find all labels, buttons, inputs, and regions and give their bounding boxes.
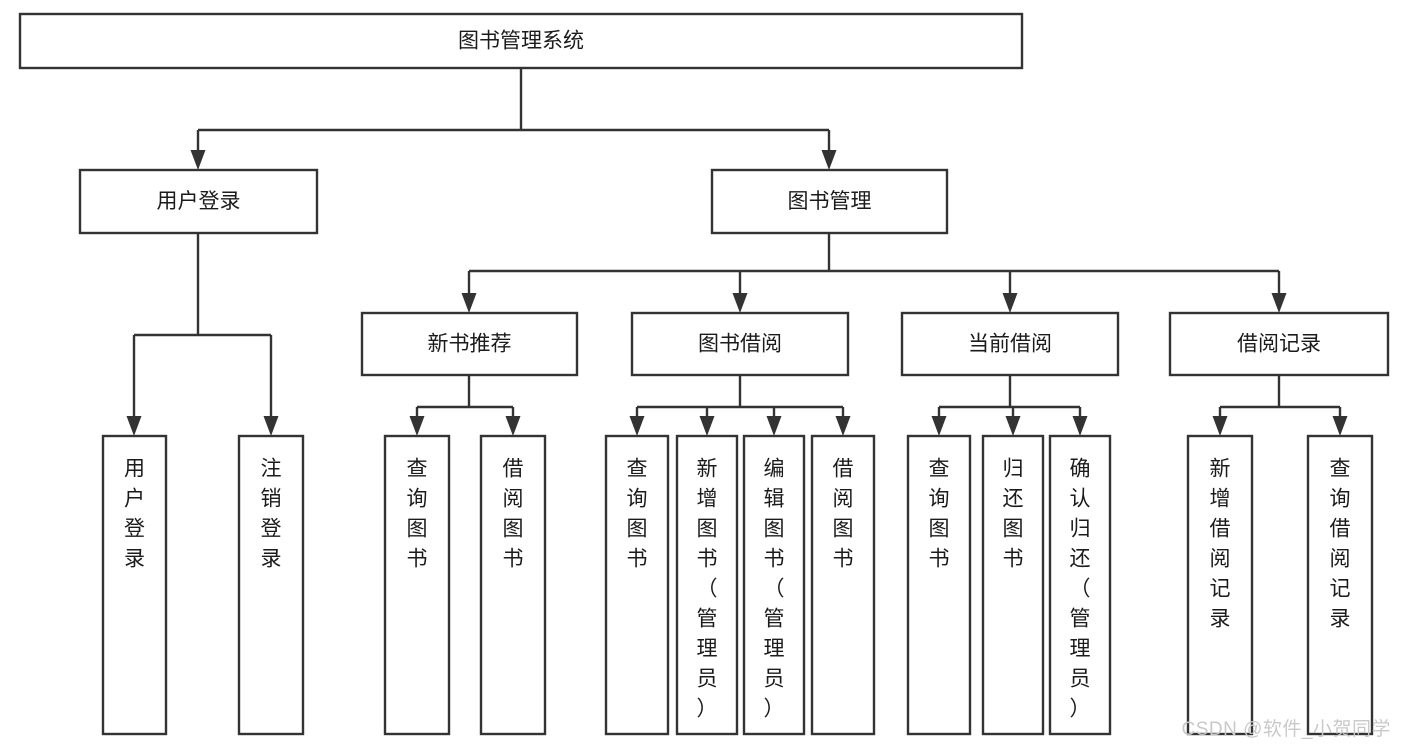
level2-node-book-borrow-box[interactable] <box>630 311 850 377</box>
leaf-drop-10-arrowhead <box>1332 416 1348 436</box>
leaf-node-leaf-logout-box[interactable] <box>237 434 305 736</box>
level1-node-book-manage-box[interactable] <box>710 168 949 235</box>
leaf-node-leaf-edit-book-label: 编辑图书（管理员） <box>764 458 785 721</box>
leaf-node-leaf-add-book-label: 新增图书（管理员） <box>697 458 718 721</box>
level1-node-book-manage-label: 图书管理 <box>788 190 872 213</box>
leaf-node-leaf-borrow-book-1-label: 借阅图书 <box>503 458 524 571</box>
leaf-node-leaf-add-record-label: 新增借阅记录 <box>1210 458 1231 631</box>
level2-node-borrow-record-label: 借阅记录 <box>1237 333 1321 356</box>
level2-node-borrow-record-box[interactable] <box>1168 311 1390 377</box>
leaf-drop-9-arrowhead <box>1212 416 1228 436</box>
level2-node-borrow-record[interactable]: 借阅记录 <box>1168 311 1390 377</box>
user-login-drop-1-arrowhead <box>263 416 279 436</box>
level1-node-user-login[interactable]: 用户登录 <box>78 168 319 235</box>
leaf-node-leaf-logout-label: 注销登录 <box>261 458 282 571</box>
leaf-node-leaf-user-login-label: 用户登录 <box>124 458 145 571</box>
leaf-node-leaf-query-record[interactable]: 查询借阅记录 <box>1306 434 1374 736</box>
leaf-node-leaf-query-book-1-label: 查询图书 <box>407 458 428 571</box>
leaf-node-leaf-user-login[interactable]: 用户登录 <box>101 434 168 736</box>
level1-node-book-manage[interactable]: 图书管理 <box>710 168 949 235</box>
leaf-node-leaf-query-book-1-box[interactable] <box>383 434 451 736</box>
level2-node-current-borrow[interactable]: 当前借阅 <box>900 311 1120 377</box>
leaf-node-leaf-borrow-book-1[interactable]: 借阅图书 <box>479 434 547 736</box>
connector-lines-layer <box>126 68 1348 436</box>
user-login-drop-0-arrowhead <box>126 416 142 436</box>
leaf-node-leaf-return-book[interactable]: 归还图书 <box>981 434 1045 736</box>
level1-node-user-login-box[interactable] <box>78 168 319 235</box>
node-boxes-layer: 图书管理系统用户登录图书管理新书推荐图书借阅当前借阅借阅记录用户登录注销登录查询… <box>18 12 1390 736</box>
leaf-node-leaf-add-book[interactable]: 新增图书（管理员） <box>675 434 739 736</box>
leaf-node-leaf-query-record-label: 查询借阅记录 <box>1330 458 1351 631</box>
leaf-node-leaf-query-book-2-label: 查询图书 <box>627 458 648 571</box>
leaf-node-leaf-logout[interactable]: 注销登录 <box>237 434 305 736</box>
root-drop-1-arrowhead <box>821 150 837 170</box>
leaf-drop-0-arrowhead <box>409 416 425 436</box>
leaf-drop-5-arrowhead <box>835 416 851 436</box>
leaf-node-leaf-query-book-3-box[interactable] <box>906 434 972 736</box>
leaf-node-leaf-add-record[interactable]: 新增借阅记录 <box>1186 434 1254 736</box>
leaf-node-leaf-return-book-box[interactable] <box>981 434 1045 736</box>
leaf-node-leaf-query-book-3[interactable]: 查询图书 <box>906 434 972 736</box>
root-node-book-management-system[interactable]: 图书管理系统 <box>18 12 1024 70</box>
level2-node-book-borrow-label: 图书借阅 <box>698 333 782 356</box>
leaf-node-leaf-user-login-box[interactable] <box>101 434 168 736</box>
root-node-book-management-system-label: 图书管理系统 <box>458 30 584 53</box>
leaf-drop-1-arrowhead <box>505 416 521 436</box>
leaf-node-leaf-add-book-box[interactable] <box>675 434 739 736</box>
leaf-node-leaf-confirm-return-box[interactable] <box>1048 434 1112 736</box>
book-manage-drop-0-arrowhead <box>461 293 477 313</box>
leaf-node-leaf-confirm-return-label: 确认归还（管理员） <box>1070 458 1091 721</box>
leaf-drop-8-arrowhead <box>1072 416 1088 436</box>
root-drop-0-arrowhead <box>190 150 206 170</box>
level2-node-current-borrow-label: 当前借阅 <box>968 333 1052 356</box>
leaf-node-leaf-borrow-book-2-box[interactable] <box>810 434 876 736</box>
leaf-node-leaf-query-book-2[interactable]: 查询图书 <box>604 434 670 736</box>
leaf-node-leaf-edit-book-box[interactable] <box>742 434 806 736</box>
level2-node-book-borrow[interactable]: 图书借阅 <box>630 311 850 377</box>
leaf-node-leaf-query-book-2-box[interactable] <box>604 434 670 736</box>
book-manage-drop-2-arrowhead <box>1002 293 1018 313</box>
leaf-drop-7-arrowhead <box>1005 416 1021 436</box>
leaf-node-leaf-query-book-3-label: 查询图书 <box>929 458 950 571</box>
leaf-node-leaf-borrow-book-2-label: 借阅图书 <box>833 458 854 571</box>
leaf-node-leaf-query-book-1[interactable]: 查询图书 <box>383 434 451 736</box>
leaf-drop-2-arrowhead <box>629 416 645 436</box>
leaf-drop-6-arrowhead <box>931 416 947 436</box>
leaf-drop-4-arrowhead <box>766 416 782 436</box>
book-manage-drop-1-arrowhead <box>732 293 748 313</box>
leaf-node-leaf-edit-book[interactable]: 编辑图书（管理员） <box>742 434 806 736</box>
level2-node-new-book-rec-box[interactable] <box>360 311 579 377</box>
leaf-node-leaf-confirm-return[interactable]: 确认归还（管理员） <box>1048 434 1112 736</box>
leaf-node-leaf-add-record-box[interactable] <box>1186 434 1254 736</box>
root-node-book-management-system-box[interactable] <box>18 12 1024 70</box>
leaf-drop-3-arrowhead <box>699 416 715 436</box>
book-manage-drop-3-arrowhead <box>1271 293 1287 313</box>
level2-node-new-book-rec-label: 新书推荐 <box>428 333 512 356</box>
level2-node-current-borrow-box[interactable] <box>900 311 1120 377</box>
leaf-node-leaf-borrow-book-2[interactable]: 借阅图书 <box>810 434 876 736</box>
level1-node-user-login-label: 用户登录 <box>157 190 241 213</box>
leaf-node-leaf-query-record-box[interactable] <box>1306 434 1374 736</box>
leaf-node-leaf-borrow-book-1-box[interactable] <box>479 434 547 736</box>
level2-node-new-book-rec[interactable]: 新书推荐 <box>360 311 579 377</box>
leaf-node-leaf-return-book-label: 归还图书 <box>1003 458 1024 571</box>
